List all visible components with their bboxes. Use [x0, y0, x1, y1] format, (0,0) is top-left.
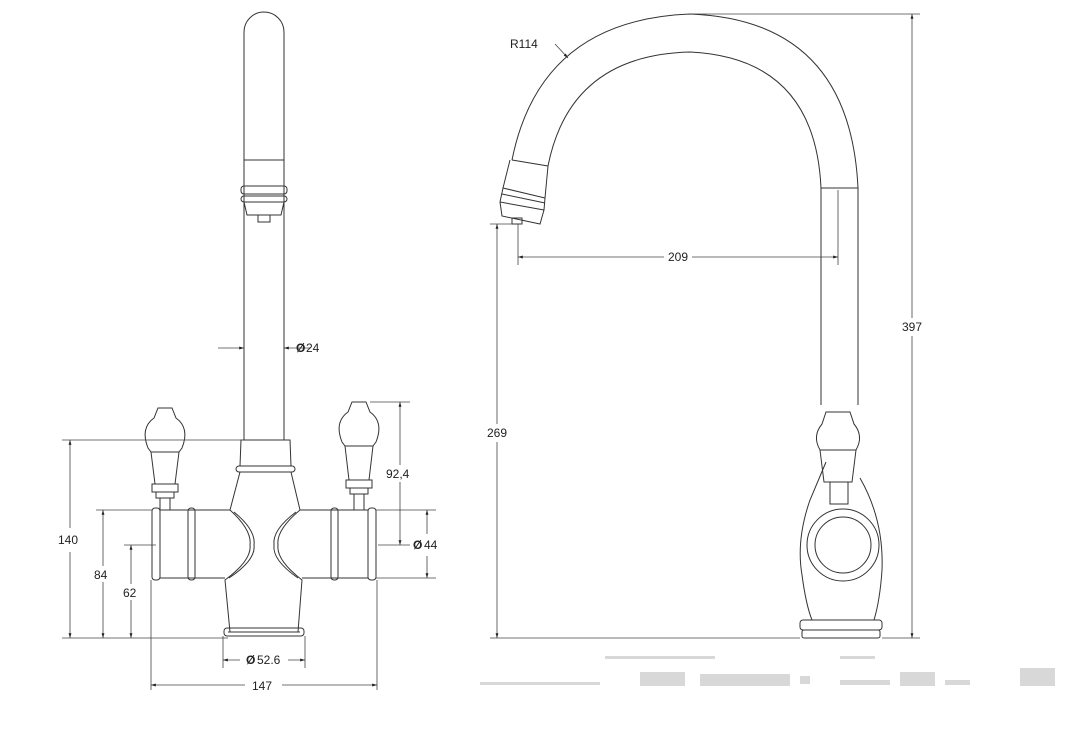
right-cylinder	[300, 507, 377, 581]
dim-label-269: 269	[487, 426, 507, 440]
dim-label-92-4: 92,4	[386, 467, 410, 481]
right-handle	[338, 401, 380, 511]
dim-label-44: 44	[424, 538, 438, 552]
diameter-symbol: Ø	[246, 653, 255, 667]
dim-label-147: 147	[252, 679, 272, 693]
diameter-symbol: Ø	[296, 341, 305, 355]
dimension-reach: 209	[517, 190, 839, 265]
dimension-total-height: 397	[690, 13, 922, 639]
left-handle	[144, 407, 186, 511]
dimension-base-diameter: Ø 52.6	[222, 636, 306, 668]
front-view: Ø 24 92,4 Ø 44 140	[58, 11, 438, 693]
faucet-body	[223, 439, 305, 637]
dimension-overall-height: 140	[58, 439, 244, 639]
dimension-spout-diameter: Ø 24	[218, 341, 320, 355]
dimension-body-diameter: Ø 44	[376, 509, 438, 579]
spout-tube	[240, 11, 288, 440]
dim-label-r114: R114	[510, 37, 538, 51]
dim-label-62: 62	[123, 586, 137, 600]
dimension-height-62: 62	[123, 544, 156, 638]
dimension-outlet-height: 269	[487, 223, 800, 639]
dim-label-140: 140	[58, 533, 78, 547]
blurred-footer-strip	[480, 656, 1055, 686]
gooseneck-spout	[499, 13, 859, 405]
side-view: R114 209 269 397	[487, 13, 922, 639]
diameter-symbol: Ø	[413, 538, 422, 552]
side-body	[799, 411, 883, 639]
dim-label-84: 84	[94, 568, 108, 582]
dimension-overall-width: 147	[150, 580, 378, 693]
dim-label-24: 24	[306, 341, 320, 355]
dimension-handle-height: 92,4	[370, 401, 410, 546]
left-cylinder	[151, 507, 230, 581]
dim-label-397: 397	[902, 320, 922, 334]
dim-label-209: 209	[668, 250, 688, 264]
dimension-height-84: 84	[94, 509, 152, 638]
dim-label-52-6: 52.6	[257, 653, 281, 667]
dimension-radius: R114	[510, 37, 569, 59]
